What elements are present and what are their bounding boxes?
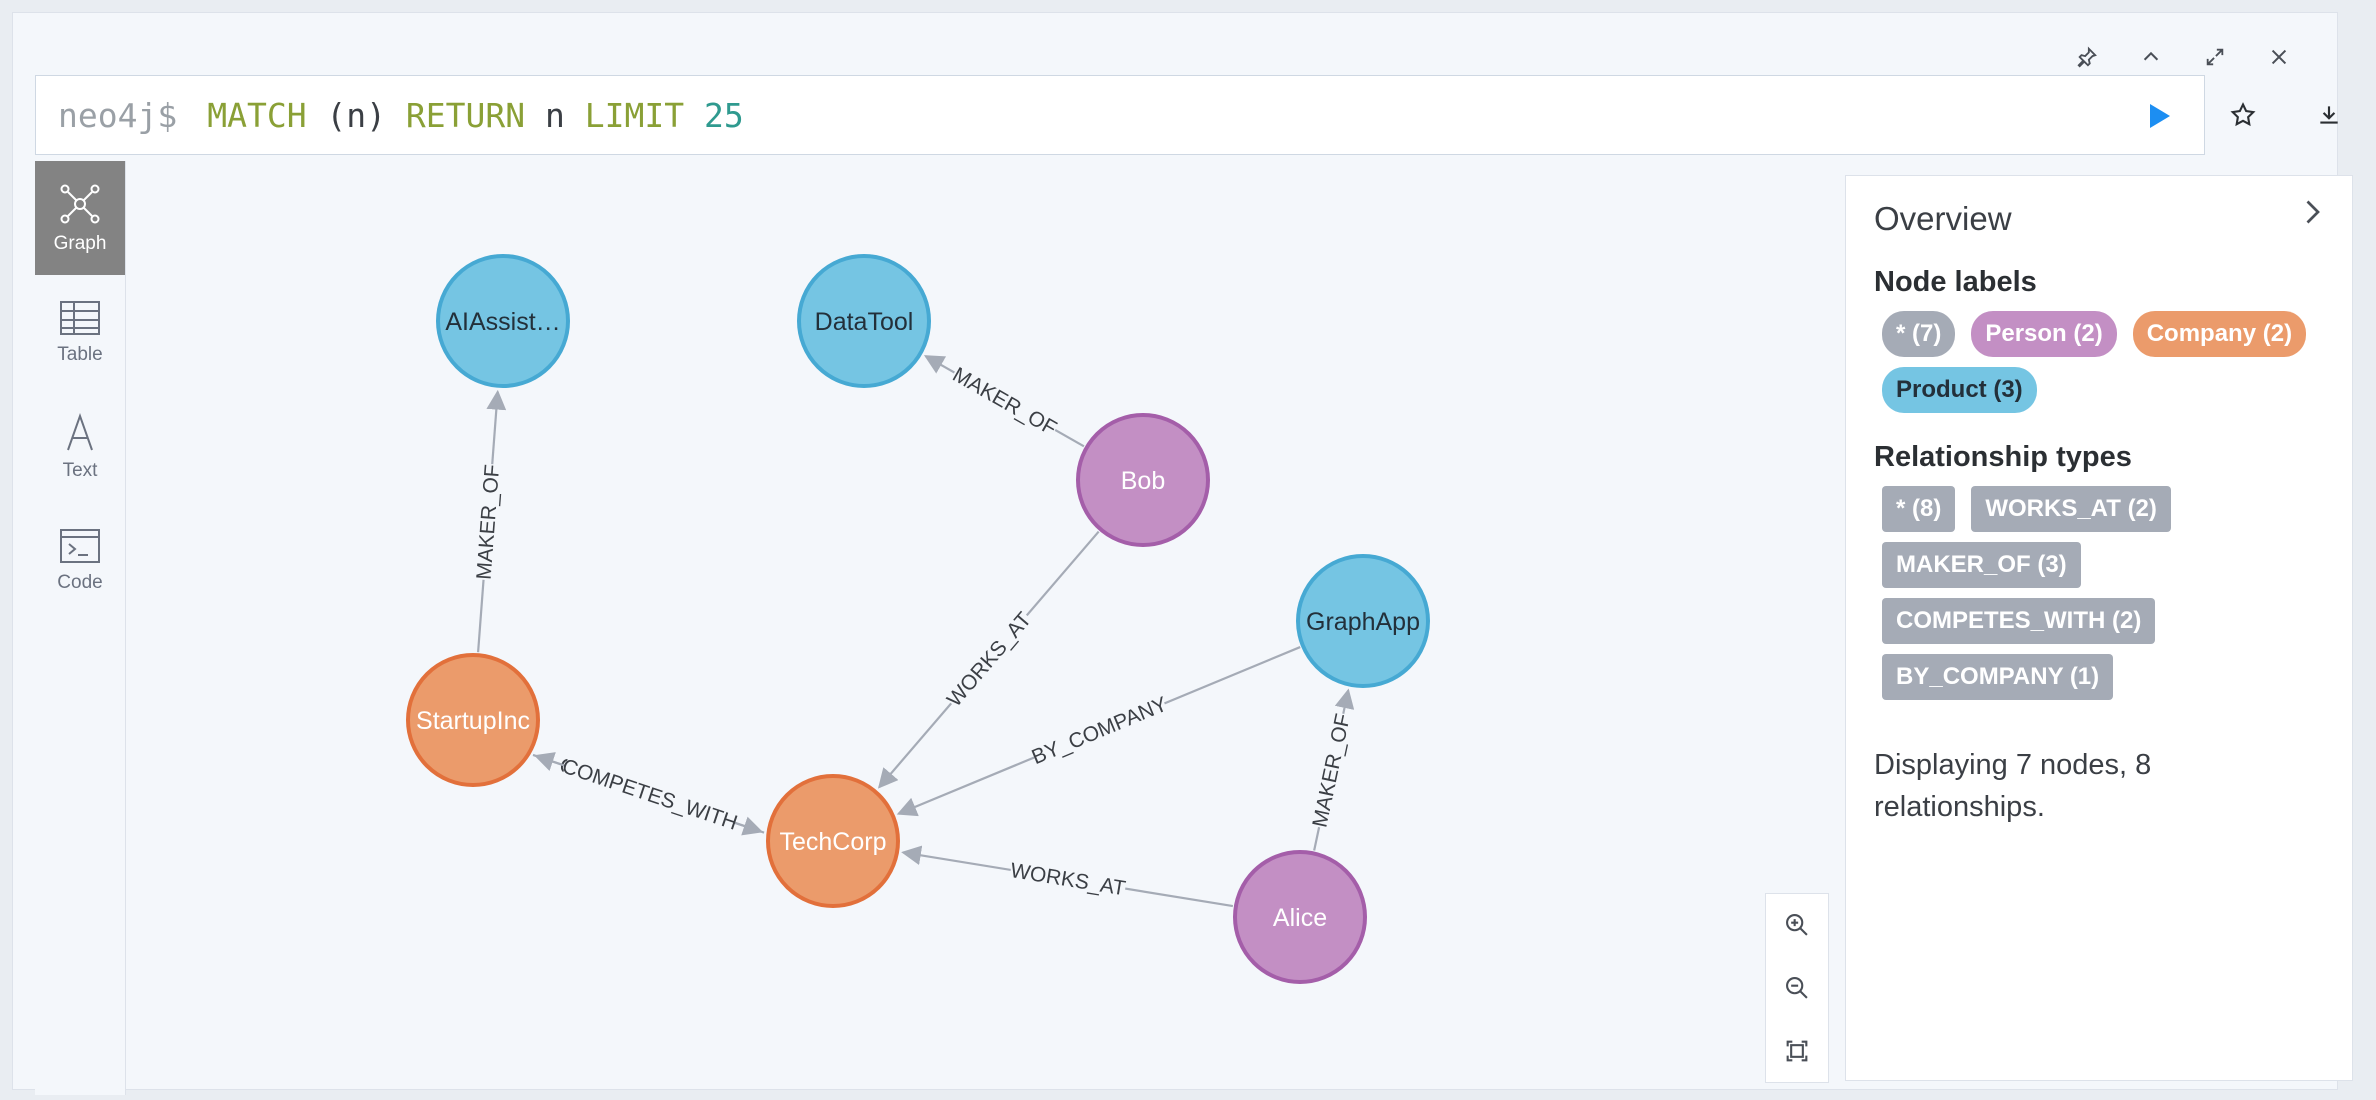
node-caption: GraphApp bbox=[1306, 608, 1420, 636]
query-text[interactable]: MATCH (n) RETURN n LIMIT 25 bbox=[207, 96, 743, 135]
text-icon bbox=[67, 412, 93, 451]
relationship-label: MAKER_OF bbox=[469, 463, 507, 581]
zoom-in-icon[interactable] bbox=[1777, 905, 1817, 945]
graph-node-startup[interactable]: StartupInc bbox=[406, 653, 540, 787]
graph-node-alice[interactable]: Alice bbox=[1233, 850, 1367, 984]
query-token: RETURN bbox=[405, 95, 526, 135]
query-token: 25 bbox=[684, 95, 744, 135]
relationship-edge[interactable]: BY_COMPANY bbox=[896, 646, 1301, 817]
relationship-types-heading: Relationship types bbox=[1874, 441, 2132, 473]
node-caption: DataTool bbox=[815, 308, 914, 336]
node-label-chip[interactable]: Product (3) bbox=[1882, 367, 2037, 413]
relationship-edge[interactable]: MAKER_OF bbox=[469, 389, 507, 653]
view-switcher: Graph Table Text Code bbox=[35, 161, 126, 1095]
relationship-type-text: BY_COMPANY bbox=[1029, 693, 1171, 770]
result-frame: neo4j$ MATCH (n) RETURN n LIMIT 25 Graph… bbox=[12, 12, 2353, 1095]
summary-text: Displaying 7 nodes, 8 relationships. bbox=[1874, 749, 2152, 823]
node-caption: AIAssist… bbox=[445, 308, 560, 336]
zoom-out-icon[interactable] bbox=[1777, 968, 1817, 1008]
node-labels-heading: Node labels bbox=[1874, 266, 2037, 298]
run-button[interactable] bbox=[2138, 96, 2178, 136]
node-caption: Bob bbox=[1121, 467, 1165, 495]
zoom-controls bbox=[1765, 893, 1829, 1083]
editor-actions bbox=[2223, 95, 2349, 135]
view-text-button[interactable]: Text bbox=[35, 389, 125, 503]
view-label: Table bbox=[57, 344, 103, 365]
relationship-type-chip[interactable]: BY_COMPANY (1) bbox=[1882, 654, 2114, 700]
view-graph-button[interactable]: Graph bbox=[35, 161, 125, 275]
play-icon bbox=[2150, 104, 2170, 128]
query-token: (n) bbox=[306, 95, 406, 135]
close-icon[interactable] bbox=[2261, 39, 2297, 75]
node-caption: Alice bbox=[1273, 904, 1327, 932]
relationship-type-text: MAKER_OF bbox=[1308, 712, 1355, 830]
relationship-edge[interactable]: WORKS_AT bbox=[901, 845, 1234, 908]
query-token: LIMIT bbox=[584, 95, 685, 135]
graph-node-data[interactable]: DataTool bbox=[797, 254, 931, 388]
view-label: Text bbox=[62, 460, 98, 481]
relationship-type-chip[interactable]: WORKS_AT (2) bbox=[1971, 486, 2171, 532]
collapse-up-icon[interactable] bbox=[2133, 39, 2169, 75]
table-icon bbox=[60, 301, 100, 335]
relationship-type-text: WORKS_AT bbox=[943, 608, 1036, 711]
relationship-label: COMPETES_WITH bbox=[559, 752, 740, 836]
query-token: MATCH bbox=[207, 95, 307, 135]
overview-title: Overview bbox=[1874, 200, 2012, 237]
overview-panel: Overview Node labels * (7) Person (2) Comp… bbox=[1845, 175, 2353, 1081]
node-caption: TechCorp bbox=[780, 828, 887, 856]
node-label-chip[interactable]: * (7) bbox=[1882, 311, 1956, 357]
relationship-type-chip[interactable]: * (8) bbox=[1882, 486, 1956, 532]
relationship-type-chip[interactable]: COMPETES_WITH (2) bbox=[1882, 598, 2156, 644]
view-table-button[interactable]: Table bbox=[35, 275, 125, 389]
chevron-right-icon bbox=[2306, 200, 2320, 224]
relationship-edge[interactable]: COMPETES_WITH bbox=[533, 752, 765, 837]
relationship-type-text: COMPETES_WITH bbox=[559, 755, 740, 835]
query-token: n bbox=[525, 95, 585, 135]
relationship-label: MAKER_OF bbox=[1305, 710, 1357, 831]
relationship-label: MAKER_OF bbox=[947, 360, 1063, 443]
relationship-label: BY_COMPANY bbox=[1029, 690, 1171, 771]
graph-node-bob[interactable]: Bob bbox=[1076, 413, 1210, 547]
graph-node-graph[interactable]: GraphApp bbox=[1296, 554, 1430, 688]
favorite-star-icon[interactable] bbox=[2223, 95, 2263, 135]
relationship-type-chips: * (8) WORKS_AT (2) MAKER_OF (3) COMPETES_WI… bbox=[1874, 486, 2324, 700]
frame-controls bbox=[2069, 39, 2297, 75]
view-code-button[interactable]: Code bbox=[35, 503, 125, 617]
download-icon[interactable] bbox=[2309, 95, 2349, 135]
graph-node-ai[interactable]: AIAssist… bbox=[436, 254, 570, 388]
collapse-panel-button[interactable] bbox=[2294, 194, 2330, 230]
code-icon bbox=[60, 529, 100, 563]
relationship-label: WORKS_AT bbox=[1008, 856, 1128, 903]
relationship-edge[interactable]: MAKER_OF bbox=[1305, 688, 1357, 851]
graph-node-tech[interactable]: TechCorp bbox=[766, 774, 900, 908]
relationship-edge[interactable]: MAKER_OF bbox=[923, 355, 1085, 448]
fit-to-screen-icon[interactable] bbox=[1777, 1031, 1817, 1071]
fullscreen-icon[interactable] bbox=[2197, 39, 2233, 75]
relationship-type-chip[interactable]: MAKER_OF (3) bbox=[1882, 542, 2081, 588]
editor-prompt: neo4j$ bbox=[58, 95, 178, 135]
view-label: Graph bbox=[53, 233, 107, 254]
node-label-chip[interactable]: Person (2) bbox=[1971, 311, 2117, 357]
graph-icon bbox=[60, 184, 100, 224]
relationship-label: WORKS_AT bbox=[940, 606, 1038, 713]
query-editor[interactable]: neo4j$ MATCH (n) RETURN n LIMIT 25 bbox=[35, 75, 2205, 155]
node-label-chips: * (7) Person (2) Company (2) Product (3) bbox=[1874, 311, 2324, 413]
node-label-chip[interactable]: Company (2) bbox=[2132, 311, 2307, 357]
node-caption: StartupInc bbox=[416, 707, 530, 735]
pin-icon[interactable] bbox=[2069, 39, 2105, 75]
relationship-type-text: MAKER_OF bbox=[949, 363, 1061, 440]
view-label: Code bbox=[57, 572, 103, 593]
